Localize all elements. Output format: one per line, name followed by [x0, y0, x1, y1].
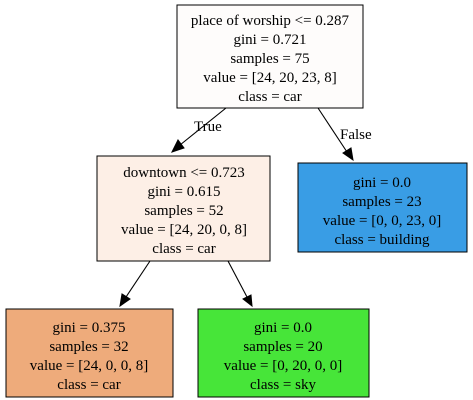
node-value: value = [24, 20, 23, 8]	[203, 70, 336, 86]
node-gini: gini = 0.721	[233, 32, 306, 48]
node-samples: samples = 75	[230, 51, 309, 67]
tree-node-car-leaf: gini = 0.375 samples = 32 value = [24, 0…	[5, 308, 174, 398]
edge-label-true: True	[194, 119, 222, 135]
node-samples: samples = 20	[243, 339, 322, 355]
node-gini: gini = 0.0	[254, 320, 312, 336]
node-box-car	[5, 308, 174, 398]
node-samples: samples = 52	[144, 203, 223, 219]
node-box-downtown	[96, 155, 271, 262]
tree-node-downtown: downtown <= 0.723 gini = 0.615 samples =…	[96, 155, 271, 262]
edge-downtown-to-car	[119, 260, 151, 308]
node-value: value = [24, 20, 0, 8]	[121, 222, 247, 238]
node-gini: gini = 0.615	[147, 184, 220, 200]
node-value: value = [0, 0, 23, 0]	[323, 213, 441, 229]
edge-label-false: False	[340, 127, 372, 143]
node-class: class = building	[334, 232, 430, 248]
node-split-condition: downtown <= 0.723	[123, 165, 245, 181]
node-split-condition: place of worship <= 0.287	[191, 13, 350, 29]
node-class: class = car	[152, 241, 215, 257]
node-box-sky	[197, 308, 370, 398]
node-samples: samples = 32	[49, 339, 128, 355]
node-value: value = [0, 20, 0, 0]	[224, 358, 342, 374]
node-box-root	[176, 4, 364, 109]
node-class: class = car	[57, 377, 120, 393]
node-gini: gini = 0.0	[353, 175, 411, 191]
node-class: class = sky	[250, 377, 316, 393]
node-class: class = car	[238, 89, 301, 105]
node-box-building	[297, 162, 468, 253]
tree-node-building-leaf: gini = 0.0 samples = 23 value = [0, 0, 2…	[297, 162, 468, 253]
node-value: value = [24, 0, 0, 8]	[30, 358, 148, 374]
edge-root-to-downtown	[171, 107, 227, 153]
tree-node-root: place of worship <= 0.287 gini = 0.721 s…	[176, 4, 364, 109]
edge-root-to-building	[317, 107, 354, 162]
node-gini: gini = 0.375	[52, 320, 125, 336]
node-samples: samples = 23	[342, 194, 421, 210]
tree-node-sky-leaf: gini = 0.0 samples = 20 value = [0, 20, …	[197, 308, 370, 398]
edge-downtown-to-sky	[227, 260, 253, 308]
